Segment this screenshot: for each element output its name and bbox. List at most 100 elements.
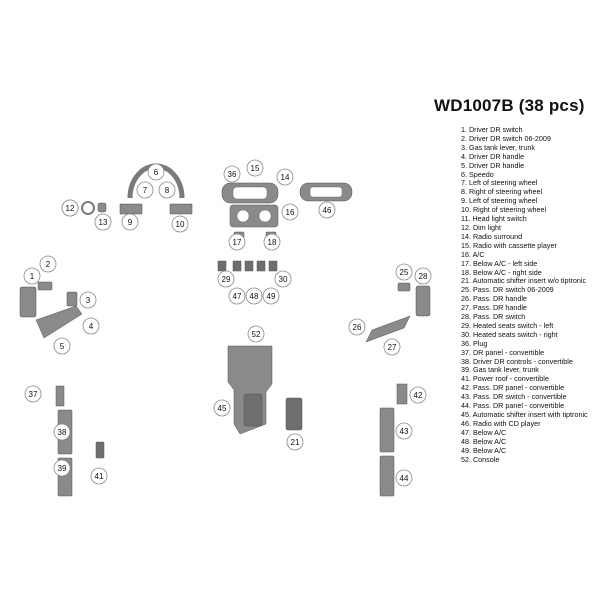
callout-30: 30 [274,270,292,288]
callout-46: 46 [318,201,336,219]
callout-41: 41 [90,467,108,485]
callout-16: 16 [281,203,299,221]
legend-item: 42. Pass. DR panel - convertible [461,383,565,393]
legend-item: 30. Heated seats switch - right [461,329,558,339]
callout-27: 27 [383,338,401,356]
callout-3: 3 [79,291,97,309]
callout-21: 21 [286,433,304,451]
callout-circle [414,267,432,285]
callout-43: 43 [395,422,413,440]
legend-item: 9. Left of steering wheel [461,196,538,206]
callout-number: 3 [86,296,91,305]
callout-4: 4 [82,317,100,335]
callout-circle [262,287,280,305]
callout-circle [223,165,241,183]
callout-circle [318,201,336,219]
part-heated-seat-left [217,260,227,272]
callout-10: 10 [171,215,189,233]
callout-number: 12 [66,204,75,213]
callout-49: 49 [262,287,280,305]
callout-circle [409,386,427,404]
callout-number: 44 [400,474,409,483]
callout-circle [171,215,189,233]
part-shifter-insert-21 [285,397,303,431]
callout-number: 25 [400,268,409,277]
legend-item: 15. Radio with cassette player [461,240,557,250]
legend-item: 11. Head light switch [461,214,527,224]
callout-48: 48 [245,287,263,305]
callout-circle [53,459,71,477]
callout-6: 6 [147,163,165,181]
callout-45: 45 [213,399,231,417]
callout-42: 42 [409,386,427,404]
callout-number: 5 [60,342,65,351]
callout-number: 7 [143,186,148,195]
callout-29: 29 [217,270,235,288]
legend-item: 17. Below A/C - left side [461,258,538,268]
callout-number: 28 [419,272,428,281]
legend-item: 44. Pass. DR panel - convertible [461,401,565,411]
callout-number: 45 [218,404,227,413]
legend-item: 27. Pass. DR handle [461,303,527,313]
callout-9: 9 [121,213,139,231]
legend-item: 49. Below A/C [461,445,507,455]
part-dr-panel-convertible [55,385,65,407]
callout-circle [383,338,401,356]
part-pass-dr-handle [365,315,411,343]
callout-circle [82,317,100,335]
legend-item: 26. Pass. DR handle [461,294,527,304]
callout-8: 8 [158,181,176,199]
legend-item: 8. Right of steering wheel [461,187,543,197]
callout-number: 8 [165,186,170,195]
callout-1: 1 [23,267,41,285]
callout-number: 36 [228,170,237,179]
callout-number: 29 [222,275,231,284]
callout-number: 16 [286,208,295,217]
legend-item: 6. Speedo [461,169,494,179]
callout-number: 15 [251,164,260,173]
callout-number: 43 [400,427,409,436]
callout-circle [158,181,176,199]
legend-item: 45. Automatic shifter insert with tiptro… [461,410,588,419]
callout-circle [79,291,97,309]
callout-layer: 1234567891011121314151617182125262728293… [23,159,432,487]
callout-circle [147,163,165,181]
callout-2: 2 [39,255,57,273]
callout-circle [39,255,57,273]
callout-number: 37 [29,390,38,399]
callout-number: 17 [233,238,242,247]
callout-circle [213,399,231,417]
callout-circle [247,325,265,343]
legend-item: 7. Left of steering wheel [461,178,538,188]
callout-circle [217,270,235,288]
legend-item: 25. Pass. DR switch 06-2009 [461,285,554,295]
part-pass-dr-panel-44 [379,455,395,497]
callout-number: 48 [250,292,259,301]
callout-14: 14 [276,168,294,186]
callout-number: 10 [176,220,185,229]
part-right-steering-10 [169,203,193,215]
legend-item: 38. Driver DR controls - convertible [461,356,573,366]
callout-number: 13 [99,218,108,227]
callout-circle [245,287,263,305]
parts-shapes [19,163,431,497]
part-driver-dr-switch [19,286,37,318]
callout-circle [61,199,79,217]
callout-circle [94,213,112,231]
callout-number: 9 [128,218,133,227]
legend-item: 48. Below A/C [461,436,507,446]
legend-item: 52. Console [461,454,500,464]
callout-number: 30 [279,275,288,284]
part-below-ac-47 [232,260,242,272]
callout-25: 25 [395,263,413,281]
callout-number: 47 [233,292,242,301]
callout-number: 39 [58,464,67,473]
part-pass-dr-panel-42 [396,383,408,405]
kit-title: WD1007B (38 pcs) [434,96,585,115]
part-pass-dr-switch [415,285,431,317]
part-driver-dr-switch-06 [37,281,53,291]
callout-26: 26 [348,318,366,336]
part-radio-surround [221,182,279,204]
